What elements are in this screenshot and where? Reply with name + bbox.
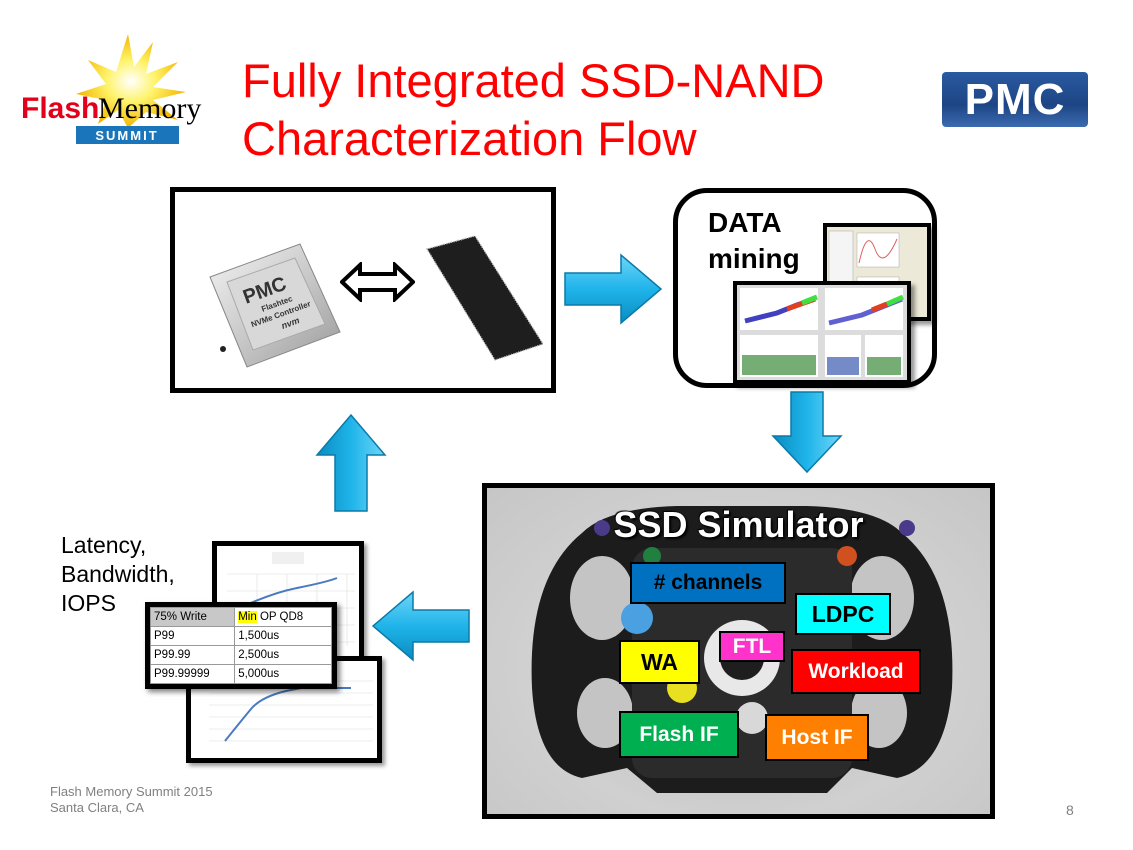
highlight-min: Min [238, 611, 257, 623]
table-header-row: 75% Write Min OP QD8 [149, 607, 332, 627]
title-line-2: Characterization Flow [242, 112, 697, 165]
starburst-icon: Flash Memory SUMMIT [21, 34, 201, 144]
tag-ldpc: LDPC [795, 593, 891, 635]
data-mining-line-1: DATA [708, 207, 782, 238]
table-row: P99 1,500us [149, 626, 332, 646]
footer-location: Santa Clara, CA [50, 800, 144, 815]
data-mining-line-2: mining [708, 243, 800, 274]
tag-channels-label: # channels [653, 571, 763, 594]
table-cell: P99.99999 [149, 664, 236, 684]
results-label-latency: Latency, [61, 532, 147, 558]
tag-channels: # channels [630, 562, 786, 604]
slide-title: Fully Integrated SSD-NAND Characterizati… [242, 52, 824, 168]
arrow-right-icon [563, 253, 663, 325]
pmc-logo-text: PMC [964, 74, 1066, 124]
table-cell: 2,500us [234, 645, 332, 665]
tag-ftl: FTL [719, 631, 785, 662]
title-line-1: Fully Integrated SSD-NAND [242, 54, 825, 107]
arrow-left-icon [371, 590, 471, 662]
table-header-suffix: OP QD8 [256, 611, 304, 623]
table-row: P99.99 2,500us [149, 645, 332, 665]
page-number: 8 [1066, 802, 1074, 818]
table-header-cell: Min OP QD8 [234, 607, 332, 627]
footer: Flash Memory Summit 2015 Santa Clara, CA [50, 784, 213, 816]
data-mining-label: DATA mining [708, 205, 800, 277]
arrow-up-icon [315, 413, 387, 513]
tag-workload: Workload [791, 649, 921, 694]
data-mining-box: DATA mining [673, 188, 937, 388]
controller-chip-image: PMC Flashtec NVMe Controller nvm [209, 243, 341, 368]
tag-host-if-label: Host IF [781, 725, 853, 749]
tag-wa-label: WA [640, 648, 679, 675]
tag-flash-if: Flash IF [619, 711, 739, 758]
tag-workload-label: Workload [808, 659, 904, 683]
tag-ftl-label: FTL [732, 634, 772, 658]
nand-flash-chip-image [425, 235, 545, 361]
tag-wa: WA [619, 640, 700, 684]
footer-event: Flash Memory Summit 2015 [50, 784, 213, 799]
tag-flash-if-label: Flash IF [639, 722, 719, 746]
results-label-iops: IOPS [61, 590, 116, 616]
tag-ldpc-label: LDPC [811, 600, 875, 627]
table-cell: 1,500us [234, 626, 332, 646]
analysis-plots-screenshot [733, 281, 911, 384]
svg-text:Flash: Flash [21, 92, 99, 125]
results-label: Latency, Bandwidth, IOPS [61, 531, 175, 618]
table-cell: P99.99 [149, 645, 236, 665]
bidirectional-arrow-icon [340, 262, 415, 302]
hardware-box: PMC Flashtec NVMe Controller nvm [170, 187, 556, 393]
tag-host-if: Host IF [765, 714, 869, 761]
svg-text:Memory: Memory [98, 92, 201, 125]
table-row: P99.99999 5,000us [149, 664, 332, 684]
flash-memory-summit-logo: Flash Memory SUMMIT [18, 32, 218, 152]
results-label-bandwidth: Bandwidth, [61, 561, 175, 587]
table-cell: 5,000us [234, 664, 332, 684]
arrow-down-icon [771, 390, 843, 474]
ssd-simulator-panel: SSD Simulator # channels LDPC FTL WA Wor… [482, 483, 995, 819]
simulator-title: SSD Simulator [613, 504, 864, 545]
table-header-cell: 75% Write [149, 607, 236, 627]
latency-table: 75% Write Min OP QD8 P99 1,500us P99.99 … [145, 602, 337, 689]
svg-text:SUMMIT: SUMMIT [95, 128, 158, 143]
pmc-logo: PMC [942, 72, 1088, 127]
table-cell: P99 [149, 626, 236, 646]
